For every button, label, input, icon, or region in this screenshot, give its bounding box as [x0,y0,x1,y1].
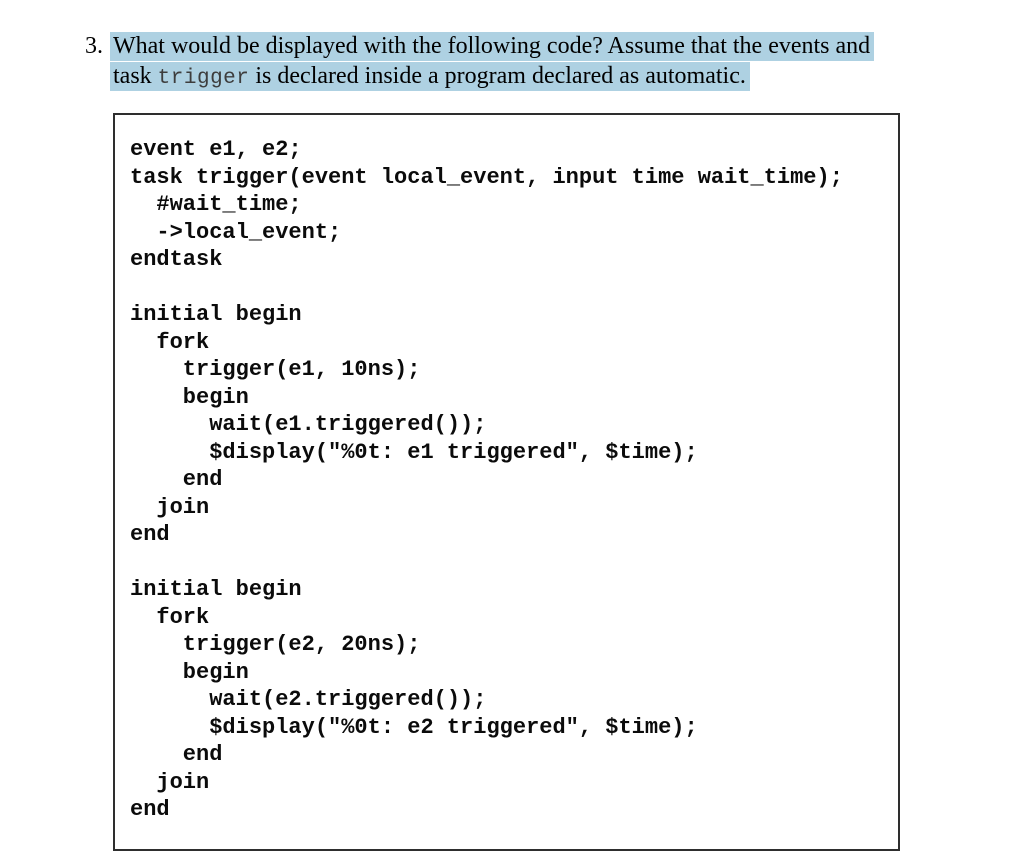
question-line2-text-before: task [113,63,158,89]
question-line-1: What would be displayed with the followi… [110,31,875,61]
highlighted-text-line-1: What would be displayed with the followi… [110,32,875,61]
code-box: event e1, e2; task trigger(event local_e… [113,113,900,851]
question-number: 3. [85,33,103,59]
question-line2-text-after: is declared inside a program declared as… [249,63,746,89]
highlighted-text-line-2: task trigger is declared inside a progra… [110,62,750,91]
question-line-2: task trigger is declared inside a progra… [110,61,874,94]
code-listing: event e1, e2; task trigger(event local_e… [130,137,843,822]
inline-code-trigger: trigger [157,67,250,90]
question-3: 3. What would be displayed with the foll… [85,31,875,94]
question-text: What would be displayed with the followi… [110,31,875,94]
